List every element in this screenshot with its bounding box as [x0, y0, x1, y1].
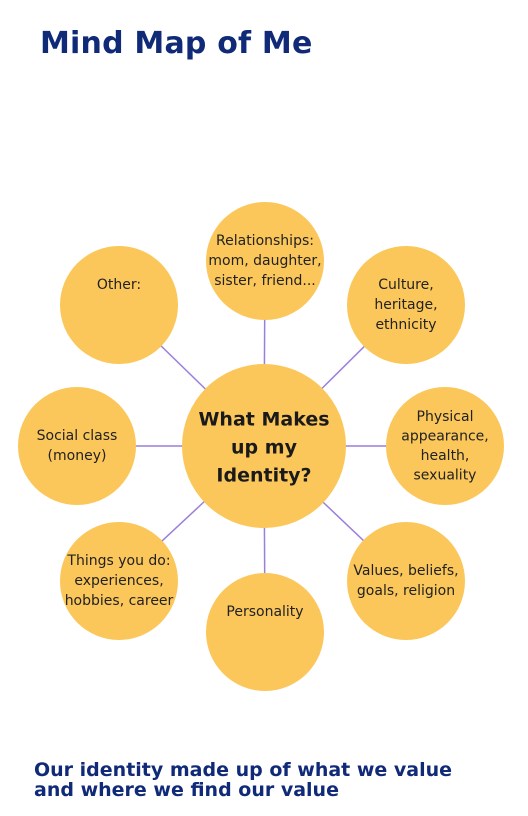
- node-things: Things you do:experiences,hobbies, caree…: [60, 522, 178, 640]
- node-label-things: Things you do:experiences,hobbies, caree…: [65, 553, 174, 609]
- center-circle: [182, 364, 346, 528]
- node-label-values: Values, beliefs,goals, religion: [353, 563, 458, 599]
- node-other: Other:: [60, 246, 178, 364]
- connector-other: [159, 344, 208, 391]
- node-circle-values: [347, 522, 465, 640]
- node-label-personality: Personality: [226, 604, 303, 620]
- node-culture: Culture,heritage,ethnicity: [347, 246, 465, 364]
- node-personality: Personality: [206, 573, 324, 691]
- node-label-social: Social class(money): [37, 428, 118, 464]
- page-title: Mind Map of Me: [40, 26, 313, 61]
- node-label-relationships: Relationships:mom, daughter,sister, frie…: [208, 233, 321, 289]
- node-relationships: Relationships:mom, daughter,sister, frie…: [206, 202, 324, 320]
- node-values: Values, beliefs,goals, religion: [347, 522, 465, 640]
- node-circle-other: [60, 246, 178, 364]
- node-circle-social: [18, 387, 136, 505]
- node-label-culture: Culture,heritage,ethnicity: [374, 277, 437, 333]
- footer-caption: Our identity made up of what we value an…: [34, 759, 453, 801]
- node-circle-physical: [386, 387, 504, 505]
- connector-values: [321, 500, 366, 543]
- node-social: Social class(money): [18, 387, 136, 505]
- node-label-other: Other:: [97, 277, 141, 293]
- node-circle-personality: [206, 573, 324, 691]
- connector-culture: [320, 344, 367, 391]
- node-circle-culture: [347, 246, 465, 364]
- connector-things: [160, 499, 206, 543]
- mind-map-nodes: Relationships:mom, daughter,sister, frie…: [18, 202, 504, 691]
- node-circle-things: [60, 522, 178, 640]
- connectors: [134, 317, 388, 576]
- node-circle-relationships: [206, 202, 324, 320]
